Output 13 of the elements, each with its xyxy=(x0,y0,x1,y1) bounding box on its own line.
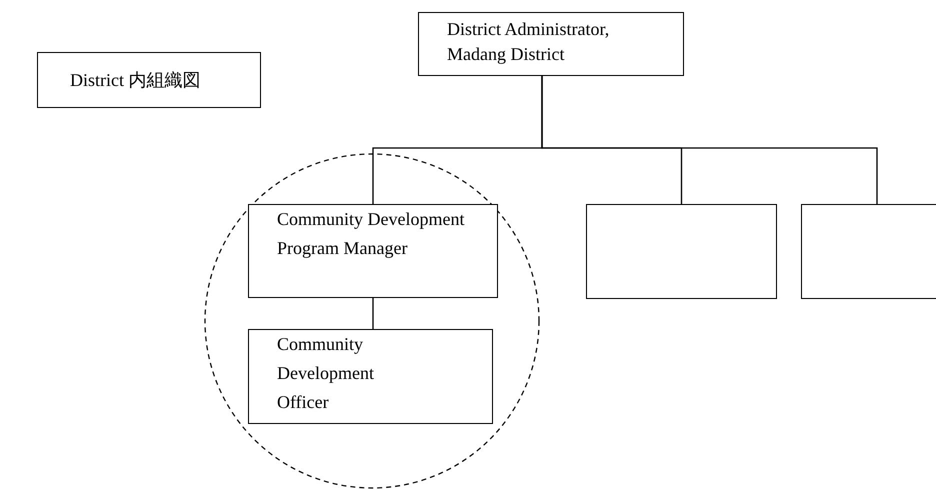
connector-line xyxy=(541,76,878,204)
connector-line xyxy=(372,298,374,329)
org-box xyxy=(248,329,493,424)
org-box xyxy=(418,12,684,76)
title-box xyxy=(37,52,261,108)
box-label: Community Development Program Manager xyxy=(277,208,466,260)
dashed-circle xyxy=(204,153,540,489)
empty-box xyxy=(801,204,936,299)
org-box xyxy=(248,204,498,298)
empty-box xyxy=(586,204,777,299)
box-label: Community Development Officer xyxy=(277,333,375,414)
box-label: District 内組織図 xyxy=(70,69,202,92)
box-label: District Administrator, Madang District xyxy=(447,18,610,66)
